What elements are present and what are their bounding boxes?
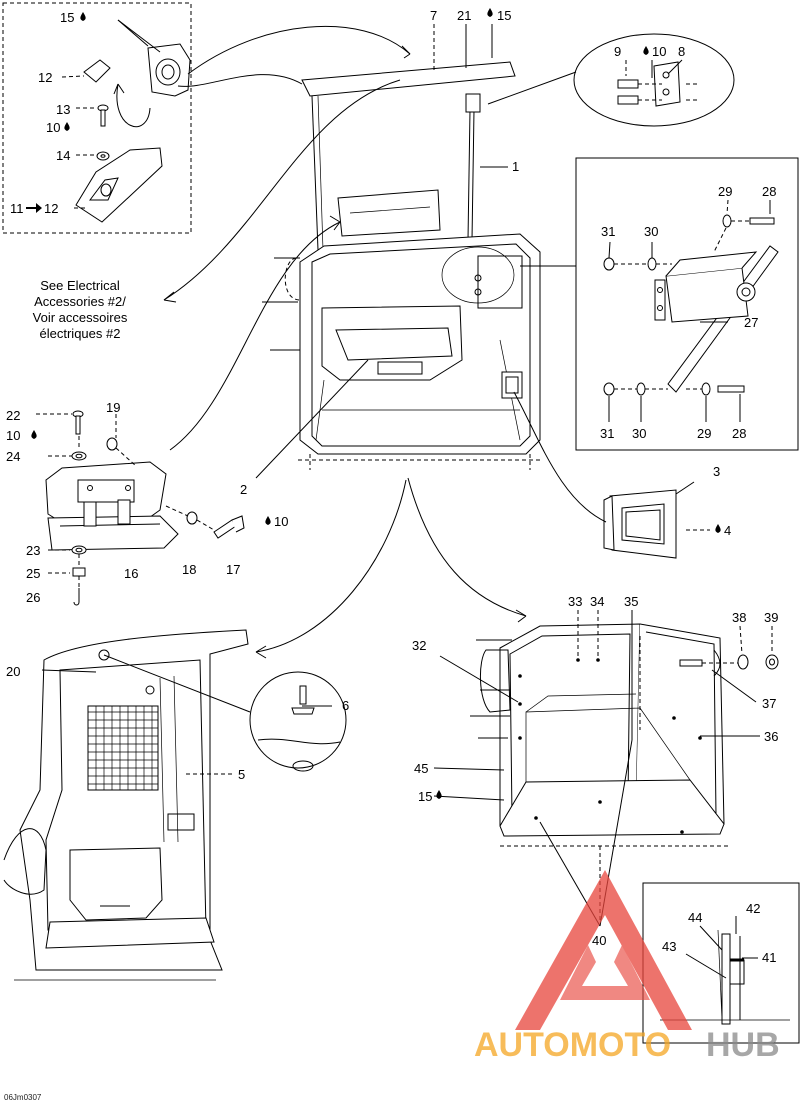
adhesive-drop-icons xyxy=(31,8,721,799)
callout-20: 20 xyxy=(6,664,20,679)
callout-42: 42 xyxy=(746,901,760,916)
inset-screw-detail xyxy=(249,671,347,772)
watermark-brand-b: HUB xyxy=(706,1026,780,1064)
drop-icon xyxy=(436,790,442,799)
callout-2: 2 xyxy=(240,482,247,497)
callout-31: 31 xyxy=(600,426,614,441)
note-line-3: Voir accessoires xyxy=(33,310,128,325)
figure-code: 06Jm0307 xyxy=(4,1093,42,1102)
callout-29: 29 xyxy=(718,184,732,199)
callout-19: 19 xyxy=(106,400,120,415)
callout-28: 28 xyxy=(732,426,746,441)
callout-9: 9 xyxy=(614,44,621,59)
callout-30: 30 xyxy=(632,426,646,441)
note-line-2: Accessories #2/ xyxy=(34,294,126,309)
callout-14: 14 xyxy=(56,148,70,163)
inset-seal-detail xyxy=(642,882,800,1044)
callout-36: 36 xyxy=(764,729,778,744)
callout-6: 6 xyxy=(342,698,349,713)
callout-13: 13 xyxy=(56,102,70,117)
callout-15: 15 xyxy=(60,10,74,25)
see-electrical-note: See Electrical Accessories #2/ Voir acce… xyxy=(33,278,128,341)
hinge-bracket-assembly xyxy=(36,410,245,606)
callout-23: 23 xyxy=(26,543,40,558)
callout-10: 10 xyxy=(46,120,60,135)
note-line-1: See Electrical xyxy=(40,278,120,293)
callout-10: 10 xyxy=(652,44,666,59)
callout-31: 31 xyxy=(601,224,615,239)
callout-11: 11 xyxy=(10,201,24,216)
note-line-4: électriques #2 xyxy=(40,326,121,341)
callout-45: 45 xyxy=(414,761,428,776)
inset-hinge-screws xyxy=(487,33,735,127)
callout-1: 1 xyxy=(512,159,519,174)
callout-16: 16 xyxy=(124,566,138,581)
callout-38: 38 xyxy=(732,610,746,625)
inset-latch-detail xyxy=(2,2,192,234)
callout-33: 33 xyxy=(568,594,582,609)
drop-icon xyxy=(487,8,493,17)
callout-10: 10 xyxy=(6,428,20,443)
callout-29: 29 xyxy=(697,426,711,441)
mesh-pattern xyxy=(88,706,158,790)
callout-15: 15 xyxy=(497,8,511,23)
callout-18: 18 xyxy=(182,562,196,577)
arrow-right-icon xyxy=(26,203,42,213)
callout-32: 32 xyxy=(412,638,426,653)
drop-icon xyxy=(64,122,70,131)
callout-44: 44 xyxy=(688,910,702,925)
main-seat-assembly xyxy=(262,61,541,470)
callout-43: 43 xyxy=(662,939,676,954)
callout-7: 7 xyxy=(430,8,437,23)
callout-21: 21 xyxy=(457,8,471,23)
callout-12: 12 xyxy=(38,70,52,85)
callout-labels: 15 12 13 10 14 11 12 7 21 15 9 10 8 1 29… xyxy=(6,8,778,965)
callout-30: 30 xyxy=(644,224,658,239)
drop-icon xyxy=(265,516,271,525)
bin-rivets xyxy=(518,658,702,834)
vehicle-rear-body xyxy=(3,479,407,981)
callout-39: 39 xyxy=(764,610,778,625)
callout-17: 17 xyxy=(226,562,240,577)
drop-icon xyxy=(715,524,721,533)
callout-22: 22 xyxy=(6,408,20,423)
inset-strut-bracket xyxy=(520,157,799,451)
accessory-switch-housing xyxy=(513,391,677,559)
storage-bin-assembly xyxy=(407,477,779,920)
callout-40: 40 xyxy=(592,933,606,948)
leader-lines xyxy=(41,24,773,979)
drop-icon xyxy=(31,430,37,439)
callout-5: 5 xyxy=(238,767,245,782)
callout-12: 12 xyxy=(44,201,58,216)
callout-4: 4 xyxy=(724,523,731,538)
watermark-brand-a: AUTOMOTO xyxy=(474,1026,671,1064)
watermark: AUTOMOTO HUB xyxy=(474,870,780,1064)
callout-10: 10 xyxy=(274,514,288,529)
callout-3: 3 xyxy=(713,464,720,479)
drop-icon xyxy=(80,12,86,21)
callout-15: 15 xyxy=(418,789,432,804)
callout-35: 35 xyxy=(624,594,638,609)
callout-37: 37 xyxy=(762,696,776,711)
callout-27: 27 xyxy=(744,315,758,330)
watermark-triangle-icon xyxy=(515,870,692,1030)
callout-41: 41 xyxy=(762,950,776,965)
callout-34: 34 xyxy=(590,594,604,609)
callout-26: 26 xyxy=(26,590,40,605)
callout-24: 24 xyxy=(6,449,20,464)
callout-8: 8 xyxy=(678,44,685,59)
callout-28: 28 xyxy=(762,184,776,199)
callout-25: 25 xyxy=(26,566,40,581)
drop-icon xyxy=(643,46,649,55)
